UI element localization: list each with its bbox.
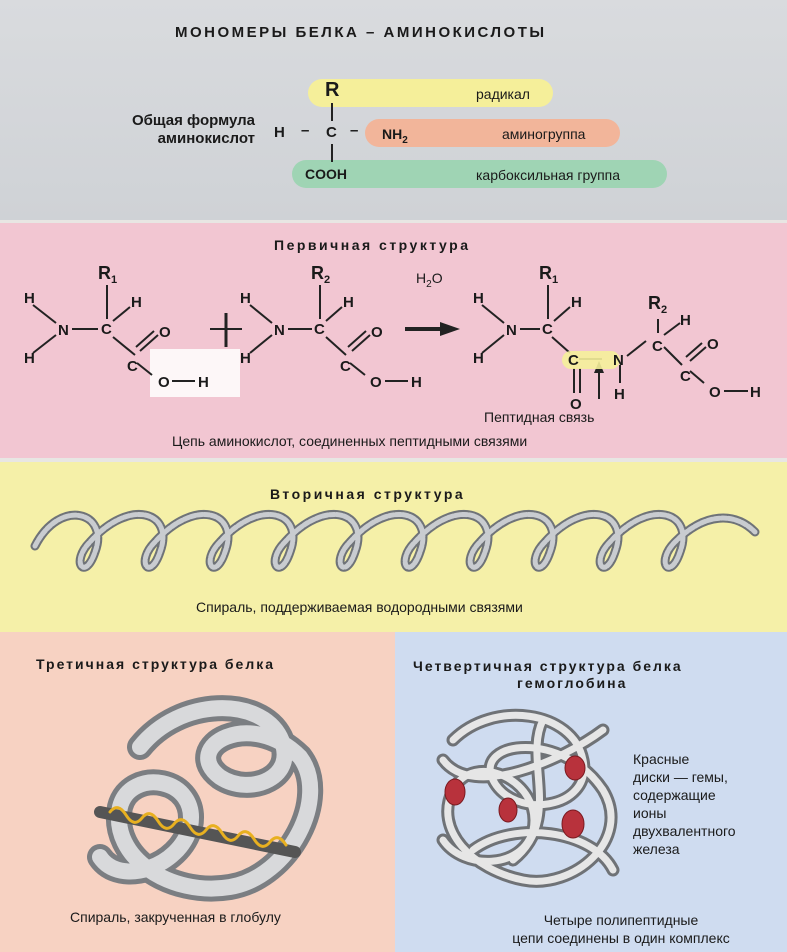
bond-c-cooh [331, 144, 333, 162]
carboxyl-label: карбоксильная группа [476, 167, 621, 183]
atom-h: H [240, 290, 251, 307]
secondary-caption: Спираль, поддерживаемая водородными связ… [196, 599, 523, 615]
radical-label: радикал [476, 86, 530, 102]
atom-h: H [571, 294, 582, 311]
heme-disk [444, 778, 466, 806]
atom-n: N [274, 322, 285, 339]
atom-c: C [542, 321, 553, 338]
atom-h: H [750, 384, 761, 401]
atom-c: C [314, 321, 325, 338]
atom-h: H [24, 350, 35, 367]
heme-note-line: Красные [633, 751, 690, 767]
formula-dash-1: – [301, 122, 310, 139]
secondary-title: Вторичная структура [270, 486, 466, 502]
heme-note-line: ионы [633, 805, 667, 821]
hemoglobin-graphic [436, 708, 620, 888]
formula-c: C [326, 124, 337, 141]
heme-note-line: содержащие [633, 787, 716, 803]
atom-o: O [709, 384, 721, 401]
heme-note: Красные диски — гемы, содержащие ионы дв… [633, 750, 736, 858]
atom-c: C [101, 321, 112, 338]
atom-h: H [343, 294, 354, 311]
quaternary-caption-line1: Четыре полипептидные [543, 912, 699, 928]
carboxyl-highlight [292, 160, 667, 188]
r2-label: R2 [311, 263, 330, 286]
atom-h: H [198, 374, 209, 391]
primary-panel: Первичная структура [0, 223, 787, 458]
atom-o: O [158, 374, 170, 391]
tertiary-title: Третичная структура белка [36, 656, 276, 672]
formula-label: Общая формула аминокислот [131, 112, 255, 147]
atom-o: O [570, 396, 582, 413]
formula-dash-2: – [350, 122, 359, 139]
nh2-sub: 2 [402, 134, 408, 146]
primary-title: Первичная структура [274, 237, 471, 253]
globule-graphic [87, 695, 324, 902]
atom-n: N [613, 352, 624, 369]
primary-caption: Цепь аминокислот, соединенных пептидными… [172, 433, 528, 449]
alpha-helix-graphic [30, 510, 760, 572]
atom-c: C [340, 358, 351, 375]
formula-cooh: COOH [305, 166, 347, 182]
nh2-text: NH [382, 126, 403, 142]
formula-nh2: NH2 [382, 126, 408, 146]
tertiary-panel: Третичная структура белка Спираль, закру… [0, 632, 395, 952]
atom-h: H [680, 312, 691, 329]
radical-highlight [308, 79, 553, 107]
atom-h: H [473, 290, 484, 307]
atom-c: C [680, 368, 691, 385]
quaternary-caption-line2: цепи соединены в один комплекс [512, 930, 730, 946]
atom-c: C [652, 338, 663, 355]
monomers-title: МОНОМЕРЫ БЕЛКА – АМИНОКИСЛОТЫ [175, 24, 547, 41]
water-label: H2O [416, 270, 443, 290]
atom-o: O [371, 324, 383, 341]
formula-r: R [325, 79, 340, 101]
atom-o: O [370, 374, 382, 391]
quaternary-panel: Четвертичная структура белка гемоглобина… [395, 632, 787, 952]
quaternary-caption: Четыре полипептидные цепи соединены в од… [395, 911, 787, 947]
atom-c: C [127, 358, 138, 375]
quaternary-title-line2: гемоглобина [517, 675, 628, 691]
label-backdrop [150, 349, 240, 397]
atom-h: H [473, 350, 484, 367]
atom-n: N [58, 322, 69, 339]
atom-h: H [24, 290, 35, 307]
monomers-panel: МОНОМЕРЫ БЕЛКА – АМИНОКИСЛОТЫ Общая форм… [0, 0, 787, 220]
atom-n: N [506, 322, 517, 339]
amino-highlight [365, 119, 620, 147]
atom-h: H [411, 374, 422, 391]
r1-label: R1 [98, 263, 117, 286]
atom-o: O [707, 336, 719, 353]
atom-h: H [131, 294, 142, 311]
peptide-bond-label: Пептидная связь [484, 409, 595, 425]
heme-disk [564, 755, 586, 781]
amino-label: аминогруппа [502, 126, 586, 142]
atom-h: H [240, 350, 251, 367]
heme-disk [498, 797, 518, 823]
heme-disk [561, 809, 585, 839]
r1-label-product: R1 [539, 263, 558, 286]
quaternary-title-line1: Четвертичная структура белка [413, 658, 683, 674]
secondary-panel: Вторичная структура Спираль, поддерживае… [0, 462, 787, 632]
atom-c: C [568, 352, 579, 369]
primary-structure-diagram: H H N C H O C O H R1 H H N C H O C O H R… [24, 263, 761, 413]
formula-h: H [274, 124, 285, 141]
bond-c-r [331, 103, 333, 121]
r2-label-product: R2 [648, 293, 667, 316]
heme-note-line: диски — гемы, [633, 769, 728, 785]
heme-note-line: двухвалентного [633, 823, 736, 839]
atom-h: H [614, 386, 625, 403]
atom-o: O [159, 324, 171, 341]
heme-note-line: железа [633, 841, 680, 857]
tertiary-caption: Спираль, закрученная в глобулу [70, 909, 281, 925]
